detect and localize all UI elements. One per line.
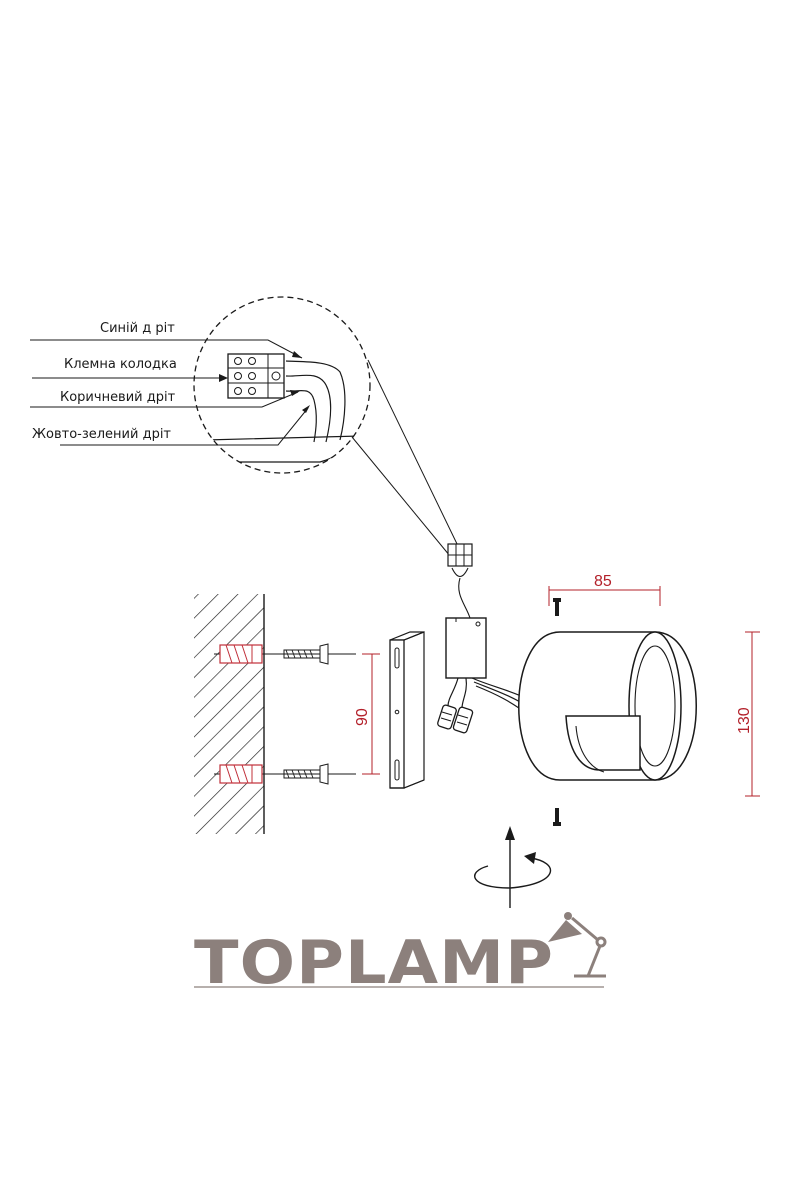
wall: [194, 594, 265, 834]
rotate-arrow-icon: [474, 826, 552, 908]
detail-magnifier: [193, 296, 459, 557]
lamp-body: [518, 631, 697, 781]
terminal-block-small: [447, 543, 473, 619]
dimension-130: [745, 631, 760, 797]
desk-lamp-icon: [548, 912, 607, 978]
terminal-block-detail: [227, 353, 285, 399]
driver-box: [437, 617, 531, 734]
set-screw-bottom: [553, 808, 561, 826]
anchor-screw-bottom: [214, 763, 356, 785]
mounting-bracket: [389, 631, 425, 789]
brand-logo: TOPLAMP: [194, 912, 607, 998]
brand-name: TOPLAMP: [194, 928, 554, 998]
dimension-85: [548, 586, 661, 606]
callout-ground-wire: Жовто-зелений дріт: [32, 427, 171, 442]
dimension-90-label: 90: [354, 708, 371, 726]
callout-leaders: [30, 339, 310, 446]
dimension-90: [362, 653, 380, 775]
set-screw-top: [553, 598, 561, 616]
wire-nut-icon: [437, 704, 457, 730]
callout-brown-wire: Коричневий дріт: [60, 390, 176, 405]
dimension-85-label: 85: [594, 573, 612, 590]
callout-blue-wire: Синій д ріт: [100, 321, 175, 336]
callout-terminal-block: Клемна колодка: [64, 357, 177, 372]
dimension-130-label: 130: [736, 707, 753, 734]
anchor-screw-top: [214, 643, 356, 665]
wire-nut-icon: [452, 706, 474, 734]
